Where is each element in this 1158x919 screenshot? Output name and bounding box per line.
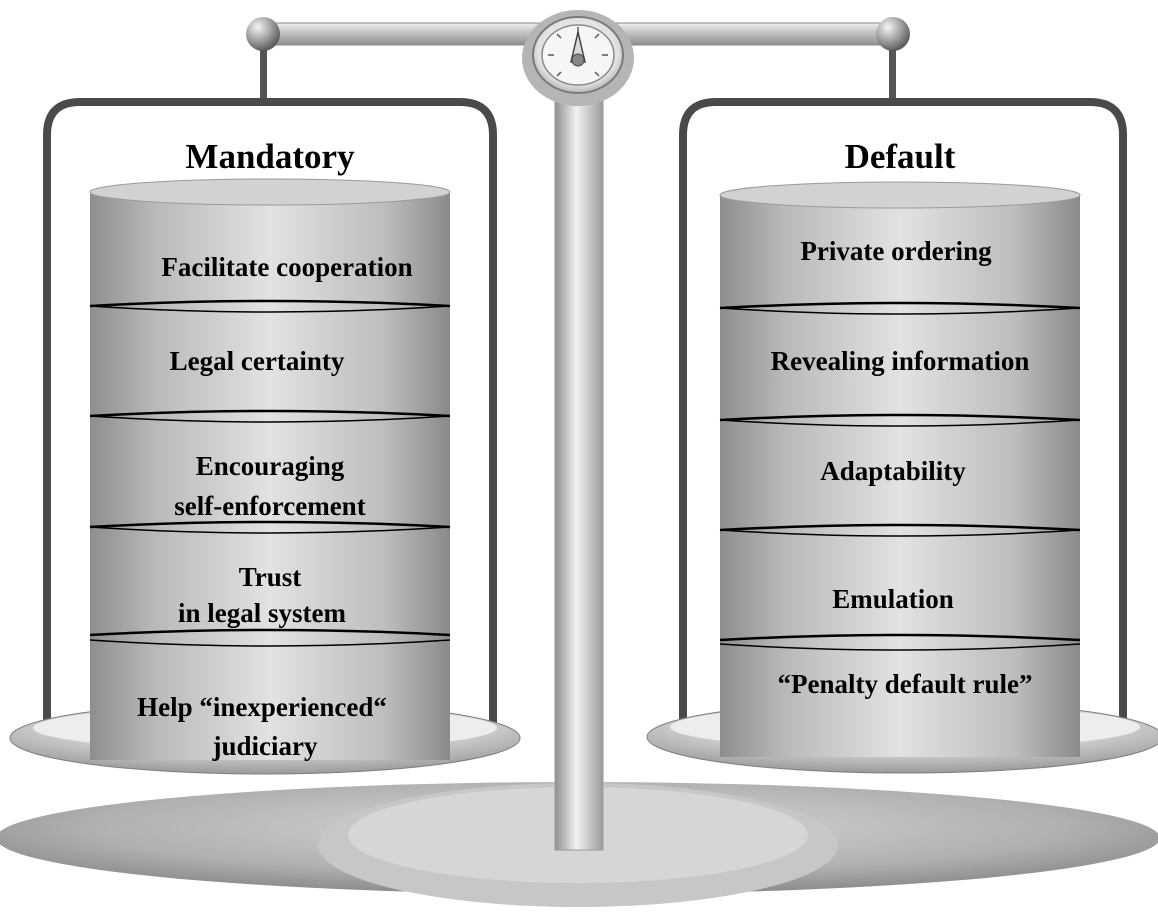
right-cylinder <box>719 181 1081 757</box>
left-item-1-label: Facilitate cooperation <box>161 252 412 282</box>
right-hanger <box>679 98 1127 735</box>
left-hanger <box>43 98 497 735</box>
left-item-3-label-line2: self-enforcement <box>174 491 365 521</box>
left-item-4-label-line2: in legal system <box>178 598 346 628</box>
left-item-5-label-line2: judiciary <box>212 731 318 761</box>
gauge-dial-icon <box>522 10 634 106</box>
right-item-2-label: Revealing information <box>771 346 1030 376</box>
right-item-5-label: “Penalty default rule” <box>778 669 1033 699</box>
right-item-3-label: Adaptability <box>820 456 966 486</box>
left-item-3-label-line1: Encouraging <box>196 451 345 481</box>
left-cylinder <box>89 178 451 760</box>
left-pan-heading: Mandatory <box>185 137 355 176</box>
right-item-4-label: Emulation <box>832 584 954 614</box>
scale-post <box>554 74 604 851</box>
left-item-5-label-line1: Help “inexperienced“ <box>137 692 387 722</box>
left-item-2-label: Legal certainty <box>170 346 345 376</box>
right-item-1-label: Private ordering <box>800 236 992 266</box>
right-pan-items: Private ordering Revealing information A… <box>771 236 1033 699</box>
right-pan-heading: Default <box>845 137 956 176</box>
left-pan-items: Facilitate cooperation Legal certainty E… <box>137 252 412 761</box>
left-item-4-label-line1: Trust <box>239 562 302 592</box>
